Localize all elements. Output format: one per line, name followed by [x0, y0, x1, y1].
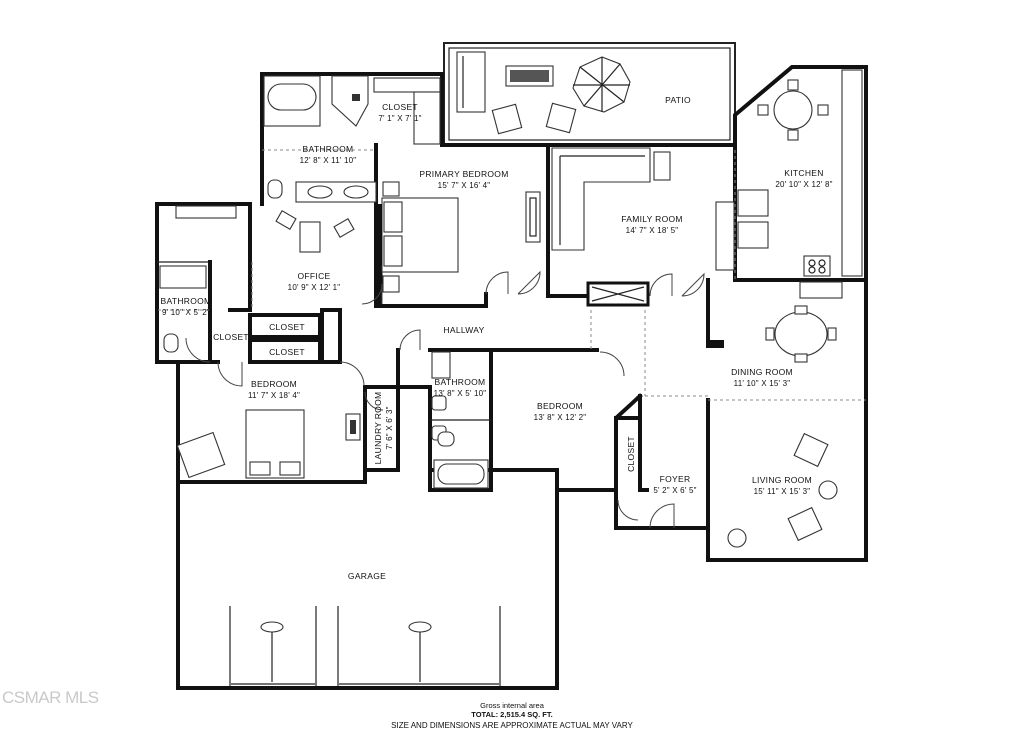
label-patio: PATIO	[665, 95, 691, 105]
walls	[155, 65, 868, 690]
label-closet-a: CLOSET	[269, 322, 305, 332]
footer: Gross internal area TOTAL: 2,515.4 SQ. F…	[391, 701, 633, 730]
label-hallway: HALLWAY	[443, 325, 484, 335]
label-closet-primary: CLOSET	[382, 102, 418, 112]
label-bathroom-primary: BATHROOM	[303, 144, 354, 154]
watermark-logo: CSMAR MLS	[2, 688, 99, 707]
dims-bedroom-west: 11' 7" X 18' 4"	[248, 391, 300, 400]
label-closet-foyer: CLOSET	[626, 436, 636, 472]
footer-total: TOTAL: 2,515.4 SQ. FT.	[471, 710, 552, 719]
footer-gross-area: Gross internal area	[480, 701, 545, 710]
dims-bathroom-primary: 12' 8" X 11' 10"	[300, 156, 357, 165]
label-kitchen: KITCHEN	[784, 168, 823, 178]
label-bathroom-hall: BATHROOM	[435, 377, 486, 387]
footer-disclaimer: SIZE AND DIMENSIONS ARE APPROXIMATE ACTU…	[391, 721, 633, 730]
label-living-room: LIVING ROOM	[752, 475, 812, 485]
label-office: OFFICE	[298, 271, 331, 281]
patio-area	[443, 42, 736, 146]
dims-family-room: 14' 7" X 18' 5"	[626, 226, 679, 235]
label-laundry: LAUNDRY ROOM	[373, 392, 383, 465]
openings	[158, 149, 866, 401]
dims-kitchen: 20' 10" X 12' 8"	[775, 180, 832, 189]
label-primary-bedroom: PRIMARY BEDROOM	[419, 169, 508, 179]
label-bedroom-west: BEDROOM	[251, 379, 297, 389]
room-labels: PATIO CLOSET 7' 1" X 7' 1" BATHROOM 12' …	[161, 95, 833, 581]
label-foyer: FOYER	[660, 474, 691, 484]
dims-bathroom-west: 9' 10" X 5' 2"	[162, 308, 210, 317]
label-bathroom-west: BATHROOM	[161, 296, 212, 306]
dims-dining-room: 11' 10" X 15' 3"	[734, 379, 791, 388]
doors	[185, 270, 705, 529]
label-closet-c: CLOSET	[269, 347, 305, 357]
label-bedroom-center: BEDROOM	[537, 401, 583, 411]
fixtures	[159, 69, 863, 686]
label-dining-room: DINING ROOM	[731, 367, 793, 377]
dims-bathroom-hall: 13' 8" X 5' 10"	[434, 389, 487, 398]
label-garage: GARAGE	[348, 571, 386, 581]
dims-living-room: 15' 11" X 15' 3"	[754, 487, 811, 496]
dims-primary-bedroom: 15' 7" X 16' 4"	[438, 181, 491, 190]
label-family-room: FAMILY ROOM	[621, 214, 683, 224]
dims-laundry: 7' 6" X 6' 3"	[385, 406, 394, 449]
dims-foyer: 5' 2" X 6' 5"	[653, 486, 696, 495]
dims-closet-primary: 7' 1" X 7' 1"	[378, 114, 421, 123]
label-closet-b: CLOSET	[213, 332, 249, 342]
dims-office: 10' 9" X 12' 1"	[288, 283, 341, 292]
dims-bedroom-center: 13' 8" X 12' 2"	[534, 413, 587, 422]
